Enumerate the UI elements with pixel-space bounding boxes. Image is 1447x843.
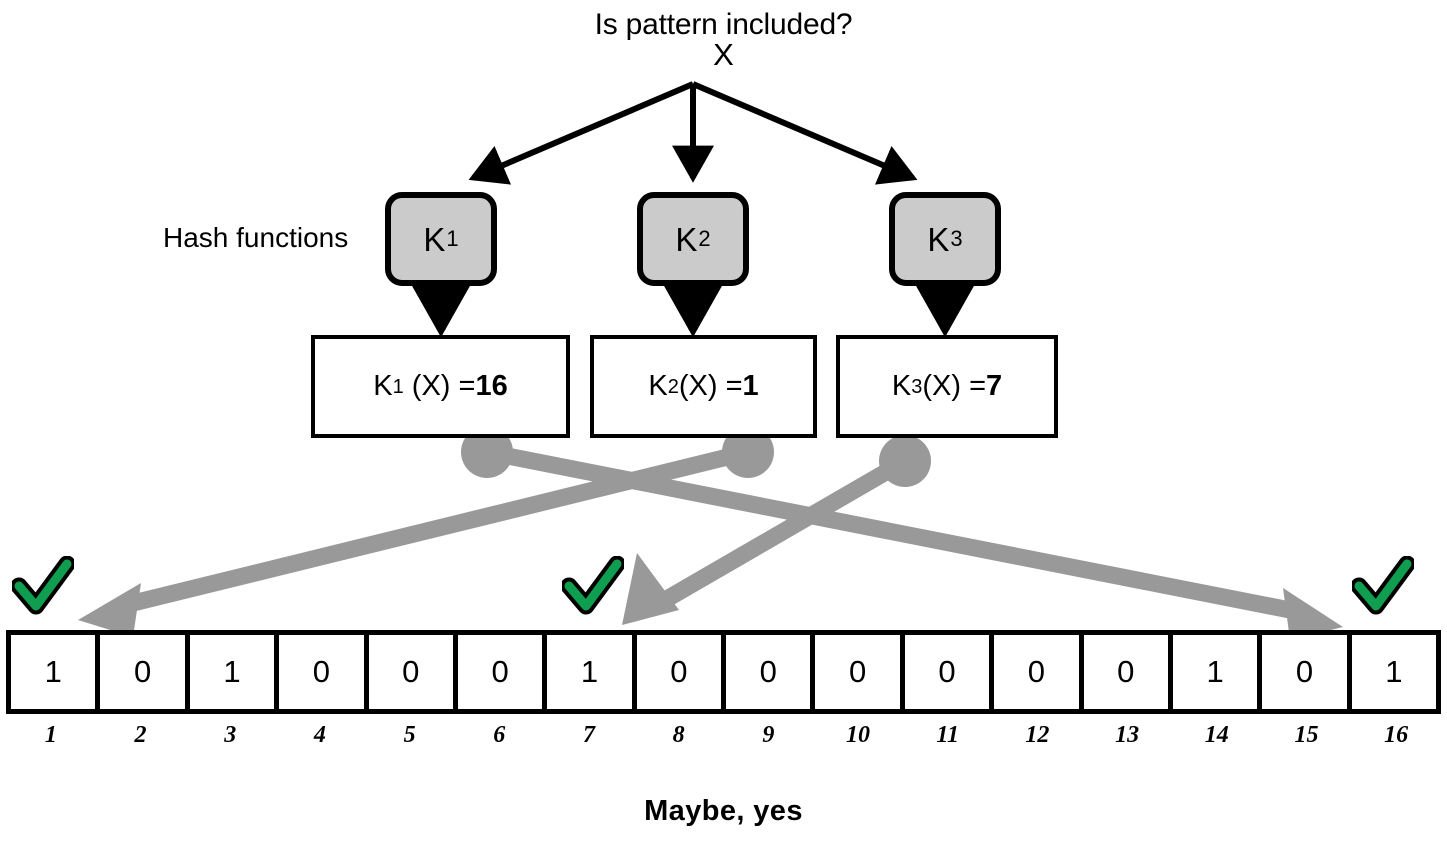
- result-value-k3: 7: [986, 370, 1003, 402]
- bit-cell[interactable]: 0: [279, 635, 369, 709]
- index-label: 2: [134, 722, 147, 748]
- result-value-k2: 1: [742, 370, 759, 402]
- index-label: 15: [1294, 722, 1319, 748]
- bit-set-check-16: [1350, 555, 1416, 618]
- index-label: 1: [44, 722, 57, 748]
- index-label: 4: [313, 722, 326, 748]
- result-to-bit-arrows: [78, 426, 1343, 640]
- bit-cell[interactable]: 1: [547, 635, 637, 709]
- bit-cell[interactable]: 1: [1351, 635, 1436, 709]
- result-eq-k1: =: [458, 370, 476, 402]
- bit-cell[interactable]: 0: [100, 635, 190, 709]
- result-fn-k2: K: [648, 370, 668, 402]
- hash-to-result-arrows: [409, 281, 977, 338]
- result-value-k1: 16: [475, 370, 508, 402]
- index-label: 14: [1204, 722, 1229, 748]
- wire-origin-dot-k3: [879, 435, 931, 487]
- check-icon: [560, 555, 626, 615]
- hash-function-name-k2: K: [675, 220, 698, 258]
- index-label: 7: [582, 722, 595, 748]
- wire-k3-to-cell7: [660, 453, 910, 608]
- bit-cell[interactable]: 0: [457, 635, 548, 709]
- query-token-label: X: [713, 37, 734, 72]
- bit-cell[interactable]: 1: [11, 635, 101, 709]
- bit-cell[interactable]: 0: [1262, 635, 1352, 709]
- hash-function-name-k1: K: [423, 220, 446, 258]
- index-label: 11: [936, 722, 960, 748]
- result-eq-k3: =: [969, 370, 986, 402]
- index-label: 8: [672, 722, 685, 748]
- index-label: 10: [846, 722, 871, 748]
- query-to-hash-arrows: [468, 81, 918, 185]
- bit-set-check-7: [560, 555, 626, 618]
- arrowhead-k2-to-cell1: [78, 583, 141, 637]
- index-label: 5: [403, 722, 416, 748]
- index-label: 6: [493, 722, 506, 748]
- result-arg-k3: (X): [922, 370, 961, 402]
- result-eq-k2: =: [725, 370, 743, 402]
- result-sub-k2: 2: [667, 375, 679, 398]
- index-label: 9: [762, 722, 775, 748]
- bit-cell[interactable]: 1: [1172, 635, 1263, 709]
- bit-set-check-1: [10, 555, 76, 618]
- bit-cell[interactable]: 0: [904, 635, 995, 709]
- bit-array: 1 0 1 0 0 0 1 0 0 0 0 0 0 1 0 1: [6, 630, 1441, 714]
- result-fn-k1: K: [373, 370, 393, 402]
- result-sub-k3: 3: [911, 375, 923, 398]
- hash-function-subscript-k3: 3: [950, 226, 963, 251]
- bit-cell[interactable]: 1: [189, 635, 280, 709]
- hash-function-name-k3: K: [927, 220, 950, 258]
- bit-cell[interactable]: 0: [1083, 635, 1173, 709]
- bit-cell[interactable]: 0: [815, 635, 905, 709]
- arrowhead-k3-to-cell7: [622, 553, 679, 625]
- index-label: 3: [224, 722, 237, 748]
- page-title: Is pattern included?: [594, 8, 853, 41]
- index-label: 16: [1384, 722, 1409, 748]
- bit-cell[interactable]: 0: [368, 635, 458, 709]
- bit-cell[interactable]: 0: [726, 635, 816, 709]
- bit-cell[interactable]: 0: [994, 635, 1084, 709]
- verdict-label: Maybe, yes: [644, 795, 803, 827]
- index-label: 12: [1025, 722, 1050, 748]
- result-fn-k3: K: [891, 370, 912, 402]
- check-icon: [10, 555, 76, 615]
- bit-array-index-row: 1 2 3 4 5 6 7 8 9 10 11 12 13 14 15 16: [6, 722, 1441, 762]
- arrow-x-to-k3: [691, 81, 918, 185]
- result-sub-k1: 1: [392, 375, 404, 398]
- arrow-x-to-k1: [468, 81, 695, 185]
- bit-cell[interactable]: 0: [636, 635, 726, 709]
- hash-function-subscript-k1: 1: [446, 226, 459, 251]
- result-arg-k2: (X): [678, 370, 718, 402]
- check-icon: [1350, 555, 1416, 615]
- wire-k2-to-cell1: [122, 443, 751, 614]
- index-label: 13: [1115, 722, 1140, 748]
- hash-function-subscript-k2: 2: [698, 226, 711, 251]
- hash-functions-label: Hash functions: [163, 222, 349, 253]
- result-arg-k1: (X): [411, 370, 451, 402]
